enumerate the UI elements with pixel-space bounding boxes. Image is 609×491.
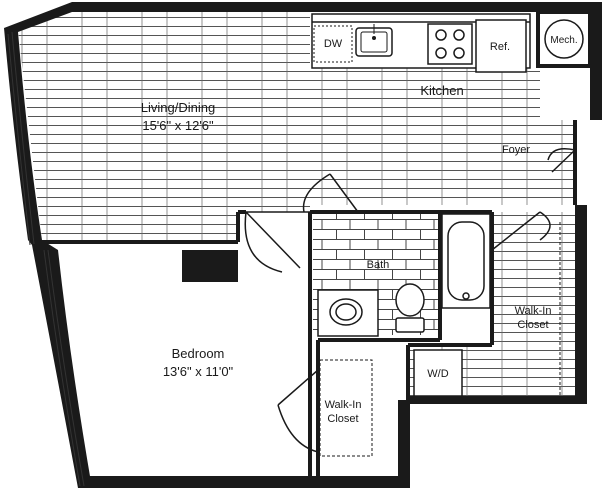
closet-door xyxy=(491,211,551,251)
closet-right-bottom xyxy=(408,396,587,404)
bottom-wall xyxy=(78,476,408,488)
washer-dryer: W/D xyxy=(413,349,463,397)
living-dining-dims: 15'6" x 12'6" xyxy=(142,118,214,133)
refrigerator-label: Ref. xyxy=(490,41,510,53)
kitchen-floor xyxy=(310,68,540,120)
foyer-label: Foyer xyxy=(502,144,530,156)
washer-dryer-label: W/D xyxy=(427,368,448,380)
bedroom-closet-label-line1: Walk-In xyxy=(325,399,362,411)
bedroom-label: Bedroom xyxy=(172,346,225,361)
bedroom-door xyxy=(244,211,310,273)
doors xyxy=(244,148,576,453)
mechanical-label: Mech. xyxy=(550,35,577,46)
exterior-walls xyxy=(4,2,602,488)
dishwasher-label: DW xyxy=(324,38,343,50)
right-wall-lower xyxy=(575,205,587,400)
stove xyxy=(427,23,473,65)
column-block xyxy=(182,250,238,282)
bath-label: Bath xyxy=(367,259,390,271)
bedroom-closet-door xyxy=(277,369,319,453)
bottom-wall-right xyxy=(398,400,410,488)
interior-walls xyxy=(42,120,577,480)
refrigerator: Ref. xyxy=(475,19,527,73)
bedroom-dims: 13'6" x 11'0" xyxy=(163,364,234,379)
dishwasher: DW xyxy=(313,25,353,63)
kitchen-label: Kitchen xyxy=(420,83,463,98)
living-dining-label: Living/Dining xyxy=(141,100,215,115)
bath-door xyxy=(302,173,359,213)
top-wall xyxy=(72,2,602,12)
toilet xyxy=(395,283,425,333)
left-curved-wall xyxy=(4,2,92,488)
mechanical: Mech. xyxy=(536,10,592,68)
bathtub xyxy=(441,213,491,309)
bedroom-closet-label-line2: Closet xyxy=(327,413,358,425)
closet-shelves xyxy=(319,222,561,457)
kitchen-sink xyxy=(355,24,393,57)
foyer-closet-label-line1: Walk-In xyxy=(515,305,552,317)
right-wall-upper xyxy=(590,2,602,120)
foyer-closet-label-line2: Closet xyxy=(517,319,548,331)
foyer-entry-door xyxy=(547,148,576,173)
window-lines xyxy=(7,31,85,487)
vanity-sink xyxy=(317,289,379,337)
